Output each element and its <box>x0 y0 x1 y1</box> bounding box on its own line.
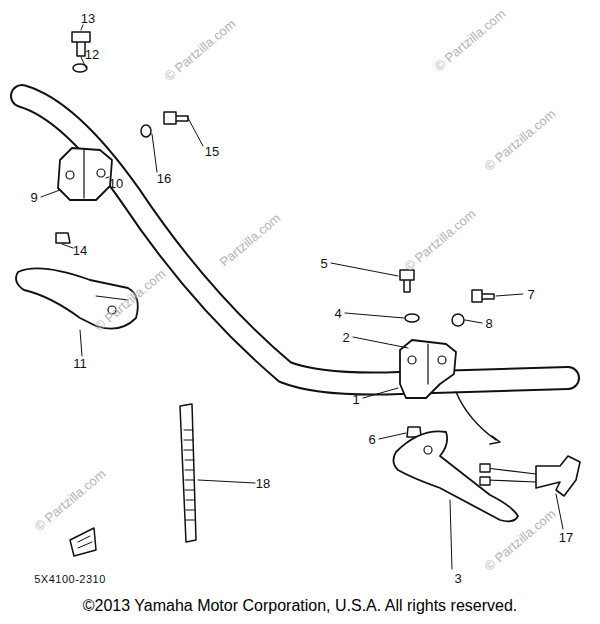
callout-number: 15 <box>205 145 219 158</box>
callout-number: 1 <box>352 393 359 406</box>
callout-number: 6 <box>368 433 375 446</box>
callout-number: 8 <box>485 317 492 330</box>
watermark: © Partzilla.com <box>432 7 507 73</box>
watermark: © Partzilla.com <box>162 17 237 83</box>
callout-number: 16 <box>157 172 171 185</box>
callout-number: 17 <box>559 531 573 544</box>
watermark: © Partzilla.com <box>482 107 557 173</box>
callout-number: 4 <box>334 307 341 320</box>
callout-number: 2 <box>342 331 349 344</box>
callout-number: 18 <box>256 477 270 490</box>
callout-number: 7 <box>527 288 534 301</box>
callout-number: 13 <box>81 12 95 25</box>
part-code: 5X4100-2310 <box>34 574 106 585</box>
watermark: © Partzilla.com <box>402 207 477 273</box>
watermark: © Partzilla.com <box>32 467 107 533</box>
callout-number: 14 <box>73 244 87 257</box>
callout-number: 5 <box>320 257 327 270</box>
copyright-notice: ©2013 Yamaha Motor Corporation, U.S.A. A… <box>83 598 518 614</box>
callout-number: 10 <box>109 177 123 190</box>
callout-number: 11 <box>73 357 87 370</box>
callout-number: 12 <box>85 48 99 61</box>
callout-number: 9 <box>30 191 37 204</box>
callout-number: 3 <box>454 572 461 585</box>
watermark: Partzilla.com <box>217 211 282 269</box>
